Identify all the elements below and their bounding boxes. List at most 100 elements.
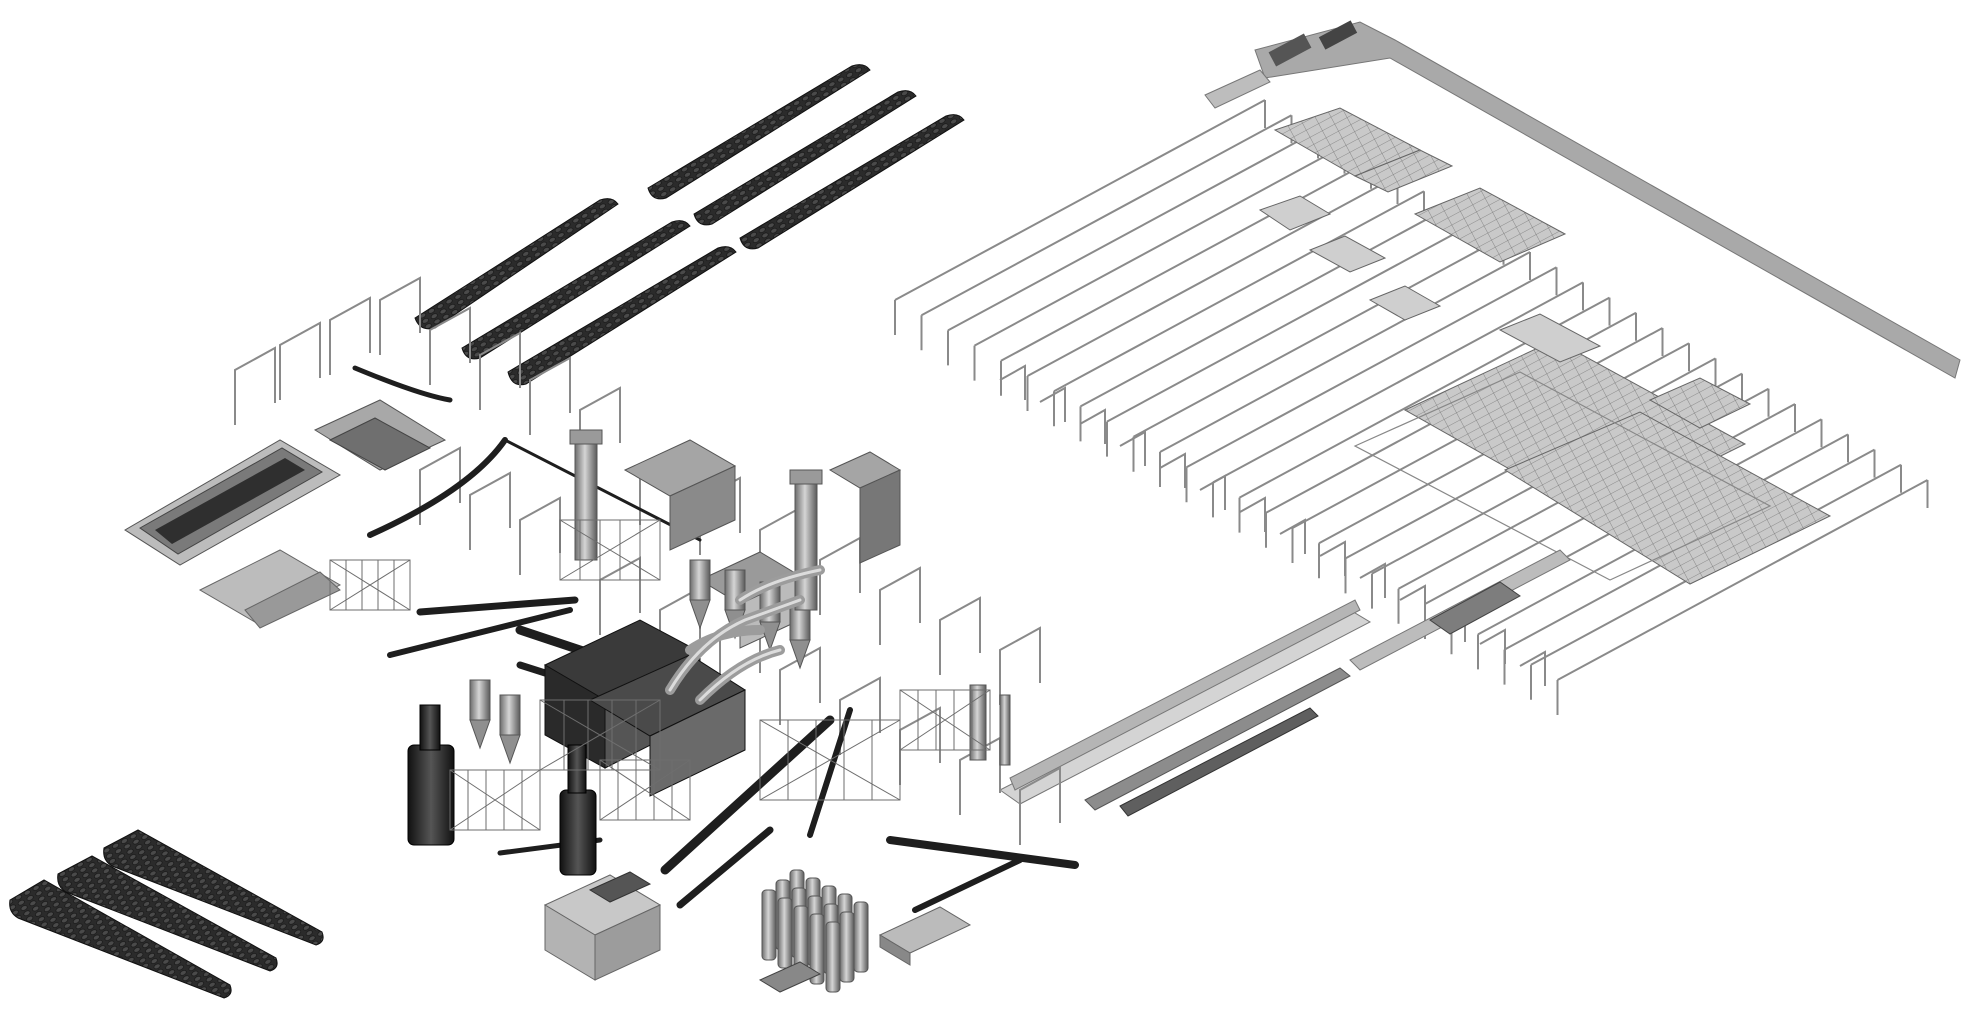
log-pile-icon — [9, 879, 232, 999]
hall-frame — [1556, 479, 1929, 715]
process-frame — [839, 676, 881, 755]
process-frame — [329, 296, 371, 375]
conveyor-icon — [503, 438, 702, 542]
process-frame — [519, 496, 561, 575]
cyclone-cone — [469, 719, 491, 750]
log-pile-yard-south — [9, 829, 324, 999]
conveyor-icon — [676, 826, 774, 909]
hall-column — [1399, 584, 1426, 620]
lattice-brace — [539, 699, 661, 771]
process-frame — [879, 566, 921, 645]
cyclone-icon — [499, 694, 521, 736]
lattice-brace — [449, 769, 541, 831]
silo-icon — [777, 897, 793, 969]
conveyor-icon — [367, 437, 508, 538]
process-frame — [379, 276, 421, 355]
process-frame — [819, 536, 861, 615]
boiler-house — [543, 871, 972, 993]
log-receiving-deck — [124, 399, 447, 629]
hall-column — [1239, 496, 1266, 532]
hall-frame — [1159, 251, 1531, 487]
process-frame — [999, 626, 1041, 705]
hall-column — [1519, 650, 1546, 686]
support-structures — [329, 519, 991, 831]
process-frame — [469, 471, 511, 550]
ductwork-highlight — [668, 568, 822, 702]
conveyor-icon — [660, 715, 835, 875]
lattice-frame — [759, 719, 901, 801]
warehouse-bay-icon — [1413, 187, 1567, 263]
log-pile-icon — [461, 220, 691, 360]
process-frame — [419, 446, 461, 525]
boilers — [407, 704, 597, 876]
cyclone-icon — [689, 559, 711, 601]
conveyor-icon — [886, 836, 1079, 869]
process-frame — [234, 346, 276, 425]
lattice-brace — [759, 719, 901, 801]
lattice-frame — [599, 759, 691, 821]
log-pile-yard-north — [414, 64, 965, 386]
hall-column — [1159, 452, 1186, 488]
lattice-brace — [599, 759, 691, 821]
hall-column — [1359, 562, 1386, 598]
conveyor-icon — [416, 596, 579, 616]
warehouse-bay-icon — [1353, 149, 1454, 193]
cyclone-icon — [469, 679, 491, 721]
warehouse-bay-storage — [1273, 107, 1832, 585]
hall-frame — [894, 99, 1266, 335]
hall-column — [1039, 386, 1066, 422]
silo-icon — [761, 889, 777, 961]
warehouse-bay-icon — [1503, 411, 1832, 585]
hall-column — [1119, 430, 1146, 466]
log-pile-icon — [57, 855, 278, 972]
lattice-frame — [449, 769, 541, 831]
log-pile-icon — [103, 829, 324, 946]
hall-column — [1319, 540, 1346, 576]
silo-icon — [839, 911, 855, 983]
warehouse-roof-edge — [1204, 20, 1961, 379]
log-pile-icon — [507, 246, 737, 386]
log-pile-icon — [739, 114, 965, 250]
warehouse-bay-icon — [1648, 377, 1752, 429]
press-line — [999, 549, 1571, 817]
lattice-frame — [899, 689, 991, 751]
process-frame — [429, 306, 471, 385]
conveyor-icon — [807, 707, 853, 838]
warehouse-small-racks — [1258, 195, 1602, 363]
log-pile-icon — [414, 198, 619, 330]
log-pile-icon — [693, 90, 917, 226]
silo-icon — [407, 744, 455, 846]
cyclone-cone — [499, 734, 521, 765]
cyclone-cone — [789, 639, 811, 670]
hall-column — [1279, 518, 1306, 554]
hall-column — [999, 364, 1026, 400]
process-frame — [1019, 766, 1061, 845]
cyclone-cone — [689, 599, 711, 630]
log-pile-icon — [647, 64, 871, 200]
dryer-machinery — [543, 439, 902, 797]
silo-icon — [825, 921, 841, 993]
silo-icon — [559, 789, 597, 876]
lattice-frame — [559, 519, 661, 581]
lattice-brace — [559, 519, 661, 581]
process-frame — [479, 331, 521, 410]
conveyor-icon — [352, 365, 453, 403]
hall-column — [1079, 408, 1106, 444]
process-frame — [279, 321, 321, 400]
hall-column — [1479, 628, 1506, 664]
cyclones — [469, 559, 811, 765]
lattice-brace — [329, 559, 411, 611]
cyclone-cone — [759, 621, 781, 652]
lattice-frame — [329, 559, 411, 611]
conveyor-icon — [912, 857, 1023, 913]
process-frame — [529, 356, 571, 435]
hall-frame — [1185, 266, 1558, 503]
silo-icon — [809, 913, 825, 985]
conveyor-icon — [387, 607, 573, 658]
silo-icon — [853, 901, 869, 973]
hall-column — [1199, 474, 1226, 510]
lattice-brace — [899, 689, 991, 751]
hall-frame — [1212, 281, 1584, 518]
